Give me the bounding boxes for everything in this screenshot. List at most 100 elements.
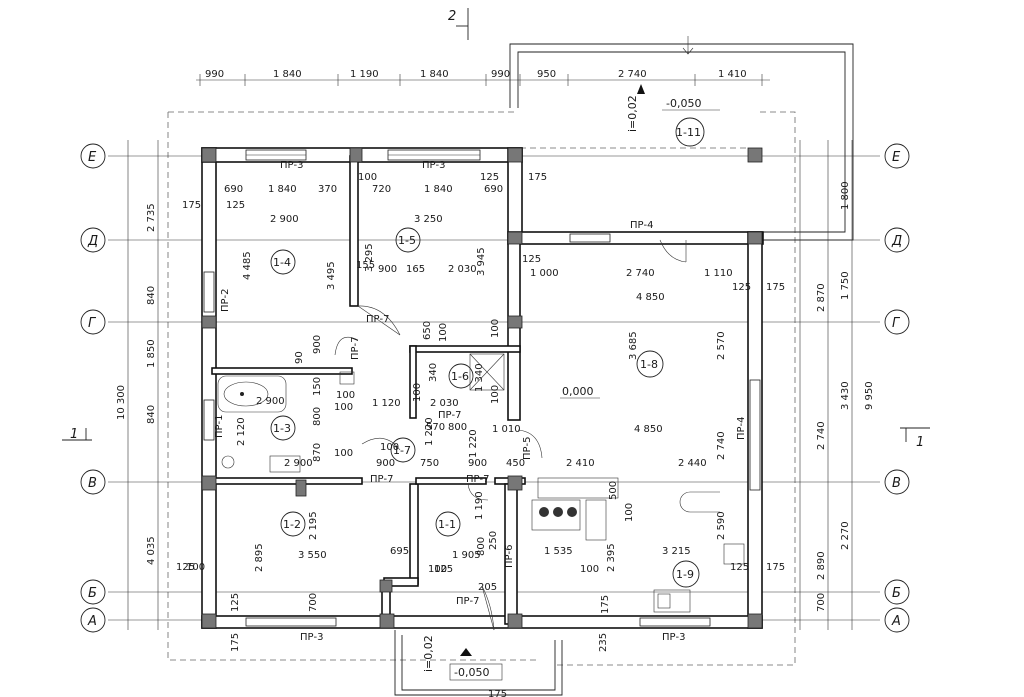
opening-pr5: ПР-5: [522, 436, 533, 460]
inner-dim-50: 2 120: [236, 417, 247, 446]
left-dim-3: 1 850: [146, 339, 157, 368]
windows: [203, 149, 761, 627]
bathroom-fixtures: [217, 353, 505, 473]
entrance-frame: [394, 630, 563, 696]
inner-dim-7: 690: [484, 184, 503, 195]
inner-dim-1: 690: [224, 184, 243, 195]
inner-dim-83: 700: [308, 593, 319, 612]
inner-dim-74: 1 535: [544, 546, 573, 557]
inner-dim-45: 100: [490, 385, 501, 404]
inner-dim-33: 100: [490, 319, 501, 338]
inner-dim-89: 175: [488, 689, 507, 697]
right-dim-6: 2 270: [840, 521, 851, 550]
axis-left-d: Д: [87, 234, 98, 249]
section-mark-top-label: 2: [448, 9, 456, 24]
inner-dim-41: 100: [334, 402, 353, 413]
section-mark-right: 1: [900, 427, 930, 450]
inner-dim-48: 1 220: [424, 417, 435, 446]
right-dim-2: 1 750: [840, 271, 851, 300]
inner-dim-9: 175: [528, 172, 547, 183]
right-dim-overall: 9 950: [864, 381, 875, 410]
inner-dim-35: 90: [294, 351, 305, 364]
room-1-7: 1-7: [393, 444, 411, 457]
top-dim-7: 2 740: [618, 69, 647, 80]
inner-dim-24: 2 740: [626, 268, 655, 279]
inner-dim-42: 1 120: [372, 398, 401, 409]
right-dimension-chains: 1 800 1 750 2 870 3 430 2 740 2 270 2 89…: [799, 140, 875, 630]
opening-pr7-a: ПР-7: [366, 314, 390, 325]
inner-dim-52: 870: [312, 443, 323, 462]
room-1-9: 1-9: [676, 568, 694, 581]
inner-dim-22: 125: [522, 254, 541, 265]
level-terrace: -0,050: [666, 97, 701, 110]
top-dim-1: 990: [205, 69, 224, 80]
inner-dim-19: 900: [378, 264, 397, 275]
axis-bubbles-right: Е Д Г В Б А: [884, 143, 910, 633]
opening-pr7-d: ПР-7: [370, 474, 394, 485]
inner-dim-40: 100: [336, 390, 355, 401]
opening-pr3-bottom-left: ПР-3: [300, 632, 324, 643]
opening-pr1: ПР-1: [214, 414, 225, 438]
room-1-1: 1-1: [438, 518, 456, 531]
left-dim-2: 840: [146, 286, 157, 305]
inner-dim-73: 250: [488, 531, 499, 550]
inner-dim-2: 1 840: [268, 184, 297, 195]
inner-dim-27: 175: [766, 282, 785, 293]
inner-dim-18: 155: [356, 260, 375, 271]
right-dim-3: 2 870: [816, 283, 827, 312]
inner-dim-36: 340: [428, 363, 439, 382]
opening-pr7-f: ПР-7: [456, 596, 480, 607]
top-dimension-chain: 990 1 840 1 190 1 840 990 950 2 740 1 41…: [196, 69, 770, 86]
opening-pr4-top: ПР-4: [630, 220, 654, 231]
room-1-3: 1-3: [273, 422, 291, 435]
columns: [201, 147, 763, 629]
inner-dim-63: 2 410: [566, 458, 595, 469]
right-dim-5: 2 740: [816, 421, 827, 450]
inner-dim-77: 2 590: [716, 511, 727, 540]
room-1-5: 1-5: [398, 234, 416, 247]
room-1-8: 1-8: [640, 358, 658, 371]
right-dim-4: 3 430: [840, 381, 851, 410]
inner-dim-17: 3 945: [476, 247, 487, 276]
inner-dim-80: 695: [390, 546, 409, 557]
top-dim-4: 1 840: [420, 69, 449, 80]
section-mark-left-label: 1: [70, 427, 78, 442]
inner-dim-43: 2 030: [430, 398, 459, 409]
axis-right-d: Д: [891, 234, 902, 249]
opening-labels: ПР-3 ПР-3 ПР-4 ПР-2 ПР-1 ПР-7 ПР-7 ПР-7 …: [214, 160, 747, 643]
level-floor: 0,000: [562, 385, 594, 398]
axis-bubbles-left: Е Д Г В Б А: [80, 143, 106, 633]
inner-dim-64: 2 440: [678, 458, 707, 469]
inner-dim-75: 2 395: [606, 543, 617, 572]
inner-dim-47: 800: [448, 422, 467, 433]
top-dim-5: 990: [491, 69, 510, 80]
axis-left-g: Г: [88, 316, 97, 331]
section-mark-top: 2: [448, 8, 469, 40]
inner-dim-37: 1 340: [474, 363, 485, 392]
left-dim-1: 2 735: [146, 203, 157, 232]
room-1-6: 1-6: [451, 370, 469, 383]
inner-dim-6: 1 840: [424, 184, 453, 195]
inner-dim-28: 4 850: [636, 292, 665, 303]
inner-dim-11: 175: [182, 200, 201, 211]
inner-dim-92: 125: [434, 564, 453, 575]
axis-right-b: Б: [892, 586, 901, 601]
axis-right-g: Г: [892, 316, 901, 331]
opening-pr3-bottom-right: ПР-3: [662, 632, 686, 643]
inner-dim-57: 100: [380, 442, 399, 453]
opening-pr7-e: ПР-7: [466, 474, 490, 485]
inner-dim-82: 100: [580, 564, 599, 575]
inner-dim-62: 450: [506, 458, 525, 469]
left-dimension-chains: 10 300 2 735 840 1 850 840 4 035: [116, 140, 159, 630]
inner-dim-12: 2 900: [270, 214, 299, 225]
inner-dim-91: 100: [186, 562, 205, 573]
opening-pr4-right: ПР-4: [736, 416, 747, 440]
inner-dim-68: 2 895: [254, 543, 265, 572]
inner-dim-25: 1 110: [704, 268, 733, 279]
inner-dim-31: 650: [422, 321, 433, 340]
axis-right-e: Е: [892, 150, 901, 165]
inner-dim-4: 100: [358, 172, 377, 183]
slope-terrace: i=0,02: [626, 95, 639, 132]
